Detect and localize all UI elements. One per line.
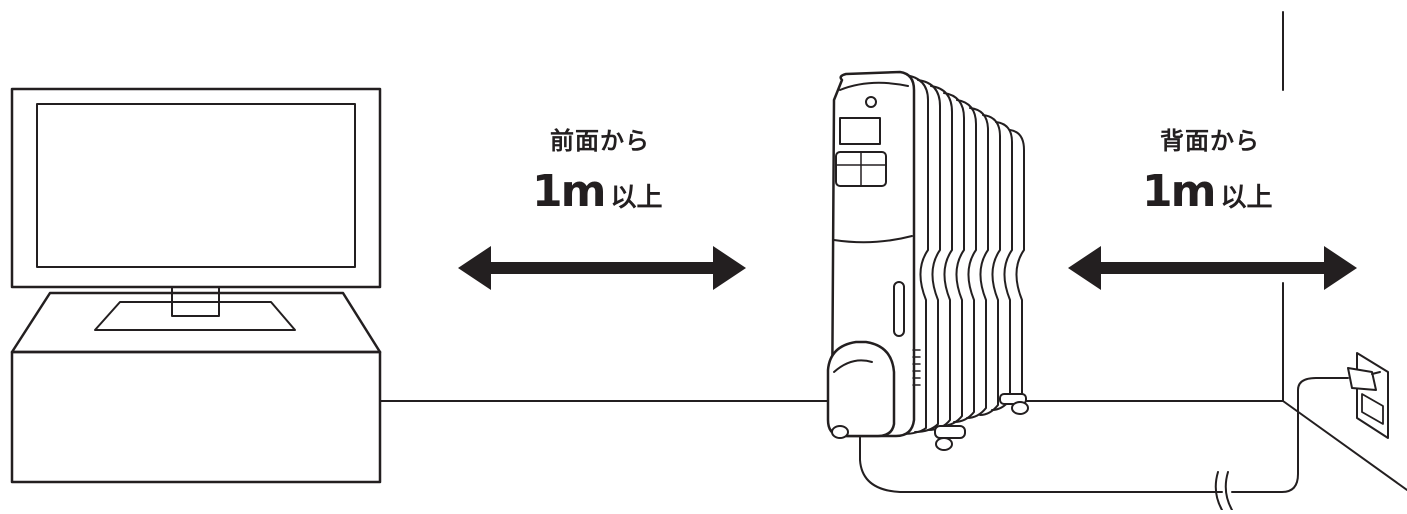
front-distance-value: 1m xyxy=(532,166,606,217)
double-arrow-icon xyxy=(458,246,746,290)
back-distance-suffix: 以上 xyxy=(1220,183,1273,213)
double-arrow-icon xyxy=(1068,246,1357,290)
front-clearance-heading: 前面から xyxy=(550,127,650,155)
front-distance-suffix: 以上 xyxy=(610,183,663,213)
tv-stand-icon xyxy=(10,291,382,484)
room-lines xyxy=(380,11,1407,491)
oil-heater-icon xyxy=(826,70,1349,511)
television-icon xyxy=(10,87,382,331)
back-distance-value: 1m xyxy=(1142,166,1216,217)
back-clearance-heading: 背面から xyxy=(1160,127,1260,155)
power-plug-icon xyxy=(1347,367,1381,391)
wall-outlet-icon xyxy=(1356,352,1389,439)
